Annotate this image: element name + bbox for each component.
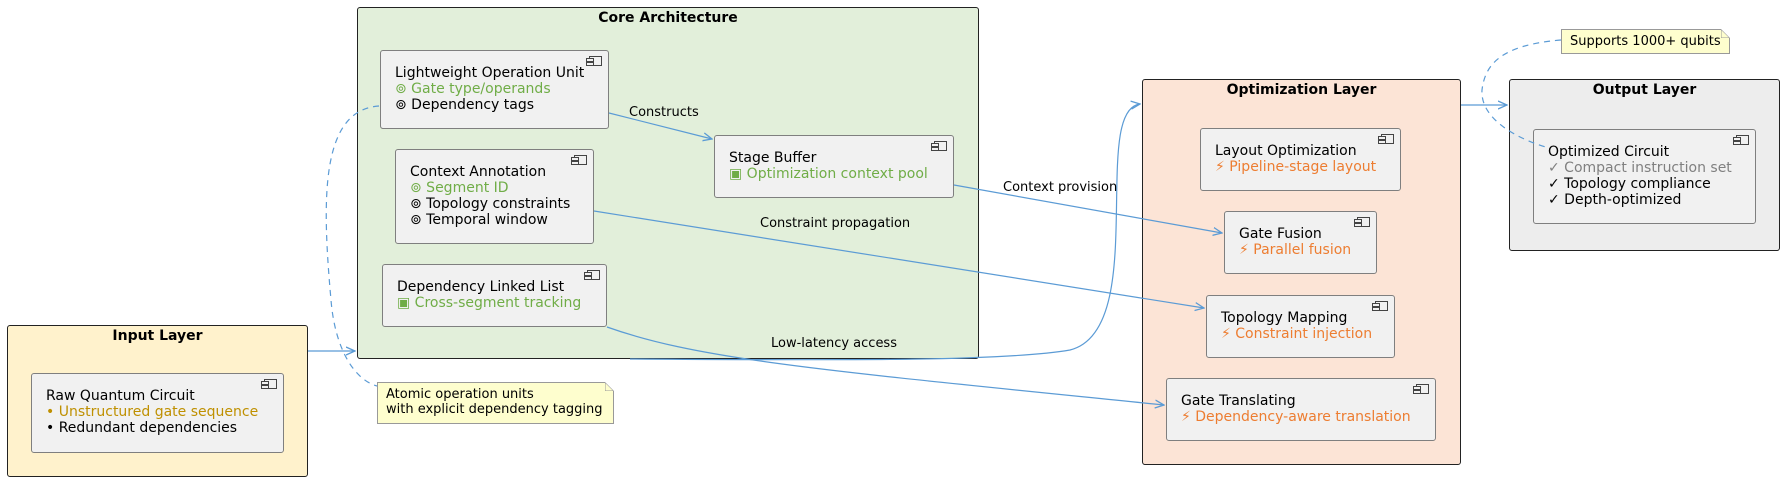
component-detail: ✓ Topology compliance: [1548, 176, 1711, 192]
component-title: Topology Mapping: [1221, 310, 1348, 326]
component-icon: [1372, 301, 1388, 311]
component-detail: ✓ Compact instruction set: [1548, 160, 1732, 176]
component-icon: [1378, 134, 1394, 144]
component-title: Raw Quantum Circuit: [46, 388, 195, 404]
component-title: Gate Fusion: [1239, 226, 1322, 242]
raw-quantum-circuit-component[interactable]: Raw Quantum Circuit • Unstructured gate …: [31, 373, 284, 453]
component-detail: ⚡ Pipeline-stage layout: [1215, 159, 1377, 175]
edge-label-constructs: Constructs: [629, 105, 699, 120]
optimization-layer-title: Optimization Layer: [1226, 82, 1377, 98]
component-title: Context Annotation: [410, 164, 547, 180]
lightweight-operation-unit-component[interactable]: Lightweight Operation Unit ⊚ Gate type/o…: [380, 50, 609, 129]
component-title: Lightweight Operation Unit: [395, 65, 585, 81]
component-icon: [931, 141, 947, 151]
edge-label-constraint-propagation: Constraint propagation: [760, 216, 911, 231]
dependency-linked-list-component[interactable]: Dependency Linked List ▣ Cross-segment t…: [382, 264, 607, 327]
component-detail: ▣ Cross-segment tracking: [397, 295, 582, 311]
component-detail: ⊚ Dependency tags: [395, 97, 535, 113]
edge-label-low-latency-access: Low-latency access: [771, 336, 897, 351]
note-fold-icon: [1721, 29, 1730, 38]
component-icon: [584, 270, 600, 280]
component-title: Optimized Circuit: [1548, 144, 1670, 160]
input-layer-title: Input Layer: [112, 328, 203, 344]
component-icon: [1354, 217, 1370, 227]
edge-label-context-provision: Context provision: [1003, 180, 1118, 195]
context-annotation-component[interactable]: Context Annotation ⊚ Segment ID ⊚ Topolo…: [395, 149, 594, 244]
component-detail: • Redundant dependencies: [46, 420, 238, 436]
component-icon: [1413, 384, 1429, 394]
output-layer-title: Output Layer: [1592, 82, 1697, 98]
component-detail: ⊚ Segment ID: [410, 180, 509, 196]
component-icon: [261, 379, 277, 389]
note-fold-icon: [605, 382, 614, 391]
component-detail: ⚡ Dependency-aware translation: [1181, 409, 1411, 425]
layout-optimization-component[interactable]: Layout Optimization ⚡ Pipeline-stage lay…: [1200, 128, 1401, 191]
note-atomic-operation-units: Atomic operation units with explicit dep…: [377, 382, 614, 424]
component-detail: ⊚ Gate type/operands: [395, 81, 551, 97]
note-supports-qubits: Supports 1000+ qubits: [1561, 29, 1730, 54]
component-title: Dependency Linked List: [397, 279, 565, 295]
component-icon: [571, 155, 587, 165]
component-title: Gate Translating: [1181, 393, 1296, 409]
component-detail: • Unstructured gate sequence: [46, 404, 259, 420]
component-icon: [586, 56, 602, 66]
component-detail: ⊚ Topology constraints: [410, 196, 571, 212]
component-detail: ⊚ Temporal window: [410, 212, 548, 228]
gate-translating-component[interactable]: Gate Translating ⚡ Dependency-aware tran…: [1166, 378, 1436, 441]
optimized-circuit-component[interactable]: Optimized Circuit ✓ Compact instruction …: [1533, 129, 1756, 224]
note-text: with explicit dependency tagging: [386, 402, 603, 417]
component-title: Layout Optimization: [1215, 143, 1357, 159]
gate-fusion-component[interactable]: Gate Fusion ⚡ Parallel fusion: [1224, 211, 1377, 274]
component-detail: ✓ Depth-optimized: [1548, 192, 1682, 208]
component-detail: ⚡ Parallel fusion: [1239, 242, 1352, 258]
component-title: Stage Buffer: [729, 150, 817, 166]
stage-buffer-component[interactable]: Stage Buffer ▣ Optimization context pool: [714, 135, 954, 198]
note-text: Atomic operation units: [386, 387, 534, 402]
note-text: Supports 1000+ qubits: [1570, 34, 1721, 49]
component-icon: [1733, 135, 1749, 145]
component-detail: ▣ Optimization context pool: [729, 166, 928, 182]
core-architecture-title: Core Architecture: [598, 10, 738, 26]
topology-mapping-component[interactable]: Topology Mapping ⚡ Constraint injection: [1206, 295, 1395, 358]
component-detail: ⚡ Constraint injection: [1221, 326, 1373, 342]
